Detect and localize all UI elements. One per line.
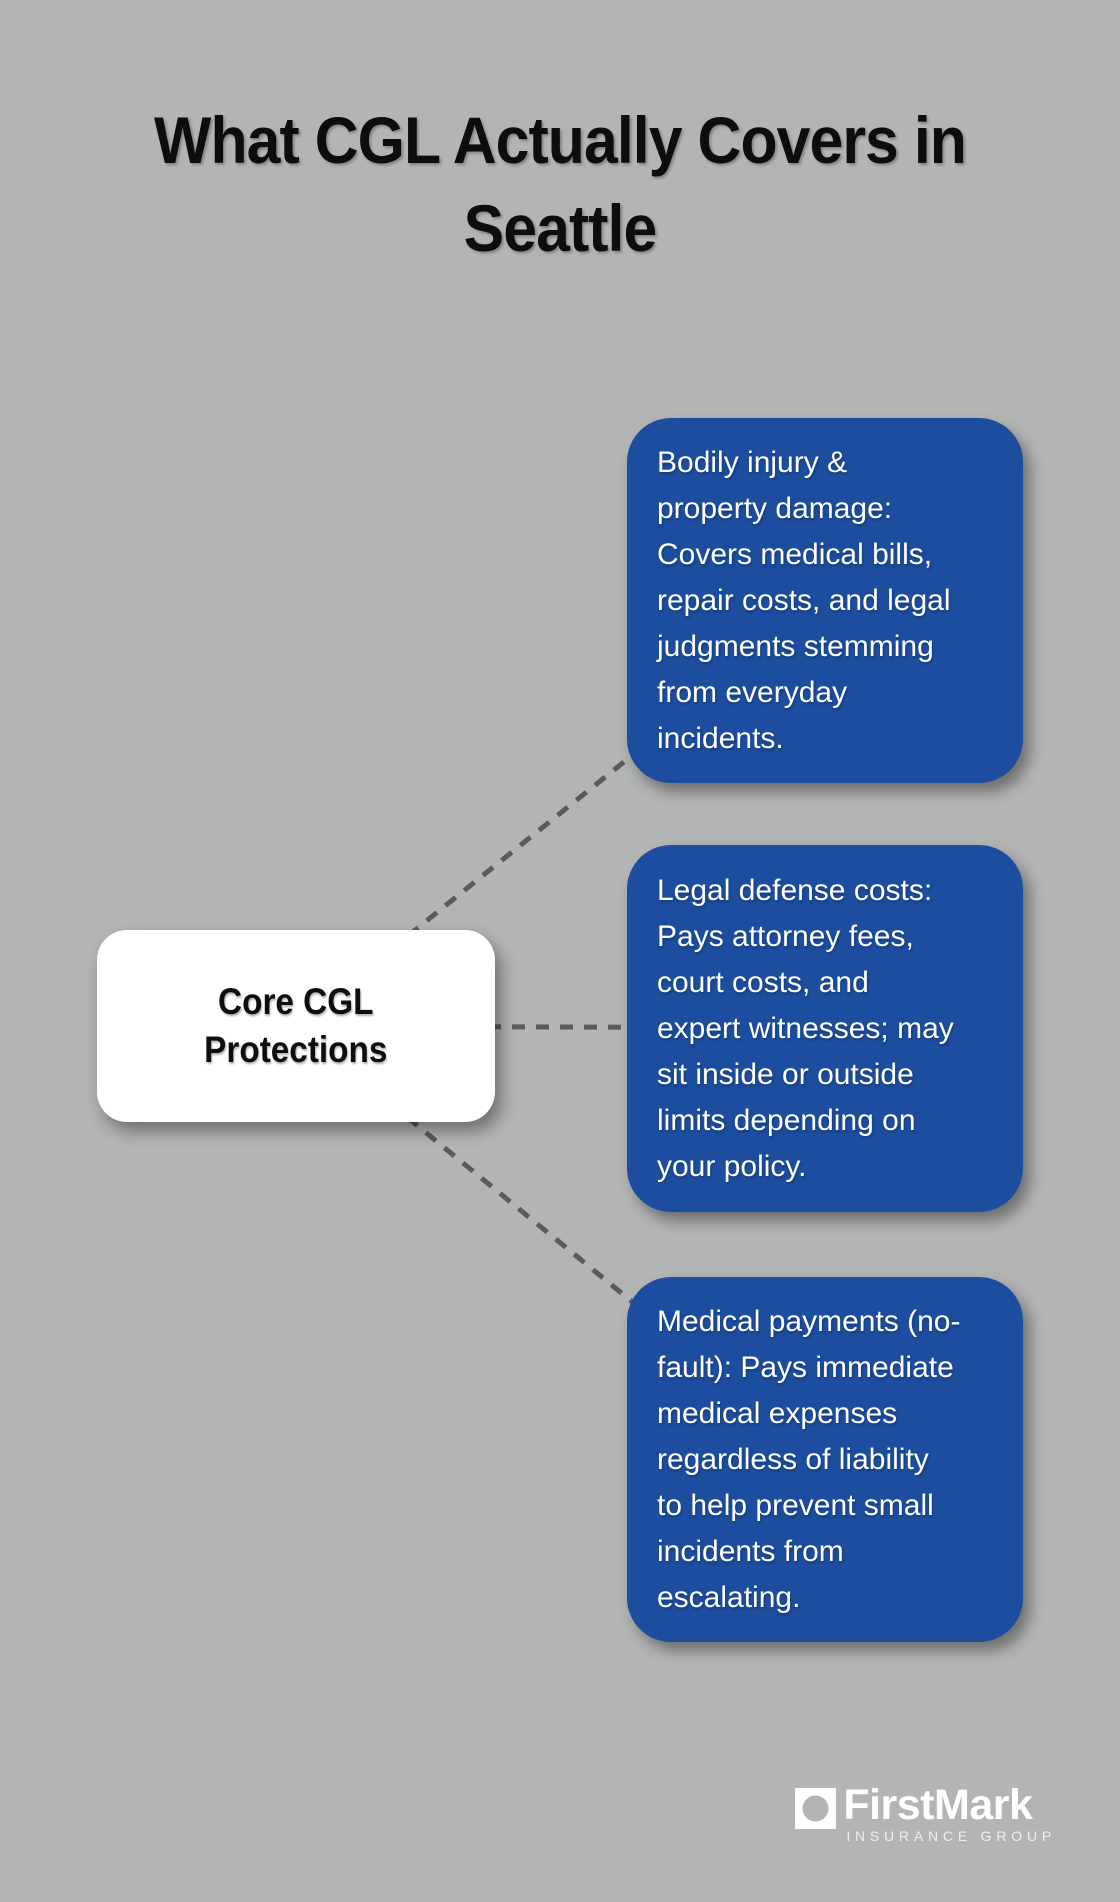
branch-card-medical-payments: Medical payments (no- fault): Pays immed… (627, 1277, 1023, 1642)
branch-card-legal-defense: Legal defense costs: Pays attorney fees,… (627, 845, 1023, 1212)
branch-card-text: Medical payments (no- fault): Pays immed… (657, 1304, 961, 1614)
logo-text: FirstMark INSURANCE GROUP (843, 1781, 1056, 1845)
center-node-label: Core CGL Protections (204, 981, 388, 1070)
branch-card-text: Legal defense costs: Pays attorney fees,… (657, 873, 954, 1183)
branch-card-bodily-injury: Bodily injury & property damage: Covers … (627, 418, 1023, 783)
logo-tagline: INSURANCE GROUP (846, 1828, 1056, 1844)
firstmark-logo: FirstMark INSURANCE GROUP (795, 1781, 1056, 1845)
connector-line-bottom (294, 1024, 827, 1462)
page-title: What CGL Actually Covers in Seattle (154, 103, 967, 265)
logo-brand-name: FirstMark (843, 1781, 1033, 1829)
square-circle-logo-icon (795, 1788, 837, 1829)
branch-card-text: Bodily injury & property damage: Covers … (657, 445, 951, 755)
connector-line-top (294, 598, 827, 1028)
center-node: Core CGL Protections (97, 930, 495, 1122)
